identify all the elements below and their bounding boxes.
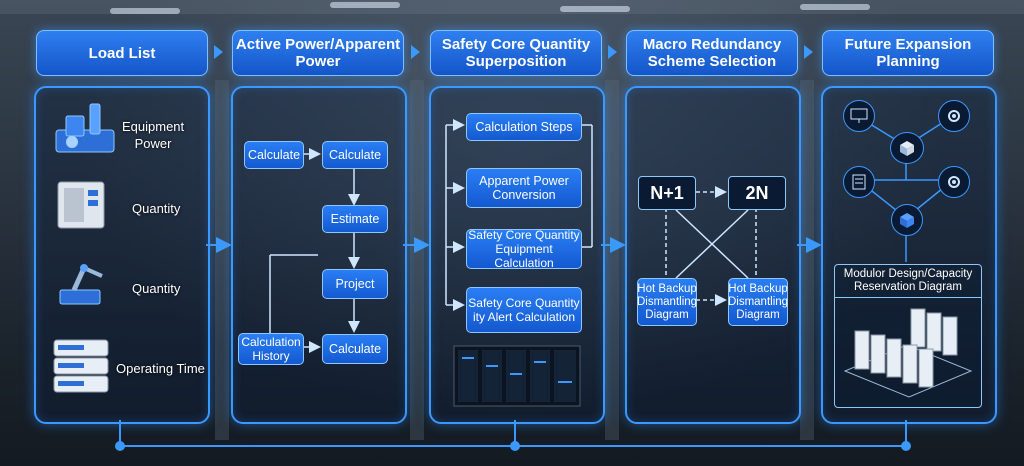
calculate-button-top[interactable]: Calculate — [322, 141, 388, 169]
monitor-icon — [843, 100, 875, 132]
robot-arm-icon — [54, 252, 114, 308]
server-stack-icon — [50, 336, 114, 398]
two-n-box[interactable]: 2N — [728, 176, 786, 210]
server-rack-icon — [452, 344, 582, 408]
apparent-power-conversion-box[interactable]: Apparent Power Conversion — [466, 168, 582, 208]
project-button[interactable]: Project — [322, 269, 388, 299]
equipment-calculation-box[interactable]: Safety Core Quantity Equipment Calculati… — [466, 229, 582, 269]
calculation-steps-box[interactable]: Calculation Steps — [466, 113, 582, 141]
load-item-quantity-2: Quantity — [132, 281, 180, 296]
gear-icon — [938, 100, 970, 132]
load-item-quantity-1: Quantity — [132, 201, 180, 216]
hot-backup-right-box[interactable]: Hot Backup Dismantling Diagram — [728, 278, 788, 326]
server-cabinet-icon — [54, 178, 110, 234]
capacity-diagram-frame: Modulor Design/Capacity Reservation Diag… — [834, 264, 982, 408]
load-item-equipment-power: Equipment Power — [122, 118, 184, 152]
n-plus-one-box[interactable]: N+1 — [638, 176, 696, 210]
estimate-button[interactable]: Estimate — [322, 205, 388, 233]
modular-server-icon — [841, 301, 975, 401]
calculate-button-bottom[interactable]: Calculate — [322, 334, 388, 364]
alert-calculation-box[interactable]: Safety Core Quantity ity Alert Calculati… — [466, 287, 582, 333]
hot-backup-left-box[interactable]: Hot Backup Dismantling Diagram — [637, 278, 697, 326]
calculate-button-left[interactable]: Calculate — [244, 141, 304, 169]
cube-icon — [891, 204, 923, 236]
database-icon — [843, 166, 875, 198]
calculation-history-button[interactable]: Calculation History — [238, 333, 304, 365]
capacity-diagram-title: Modulor Design/Capacity Reservation Diag… — [835, 265, 981, 298]
cube-icon — [890, 132, 924, 164]
load-item-operating-time: Operating Time — [116, 361, 205, 376]
pump-icon — [52, 100, 118, 158]
gear-icon — [938, 166, 970, 198]
